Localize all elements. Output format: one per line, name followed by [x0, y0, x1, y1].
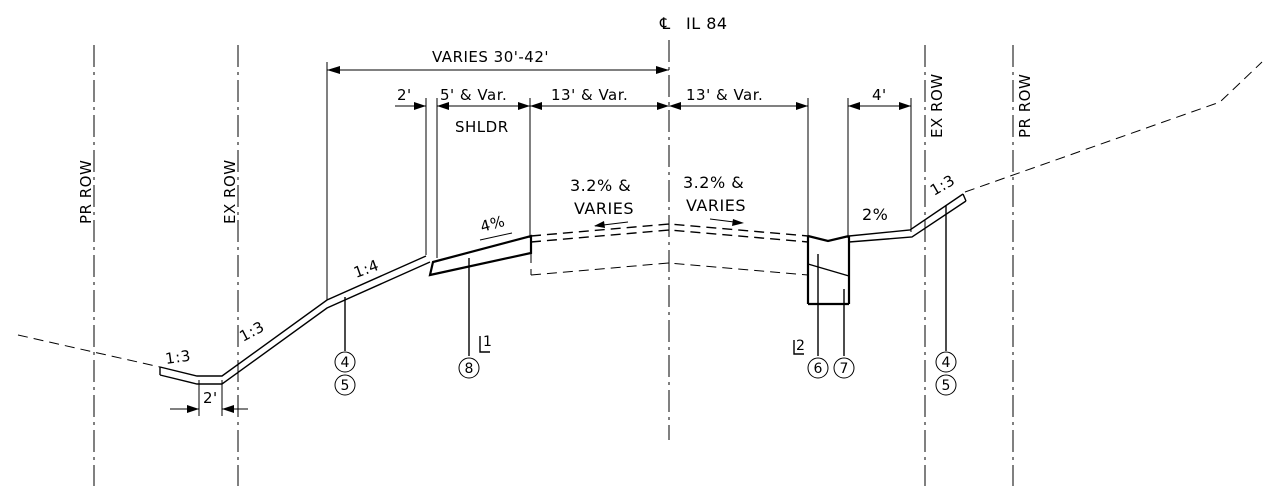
slope-right: 1:3	[927, 171, 958, 199]
dimension-lane-left: 13' & Var.	[530, 86, 669, 110]
callout-7: 7	[833, 357, 855, 379]
existing-ground-right	[964, 61, 1263, 193]
dimension-shoulder: 5' & Var. SHLDR	[436, 86, 531, 258]
pr-row-right-label: PR ROW	[1016, 74, 1034, 138]
dimension-four-ft-label: 4'	[872, 86, 887, 104]
dimension-varies-total: VARIES 30'-42'	[326, 48, 669, 300]
right-slope-label: 2%	[862, 205, 888, 224]
dimension-two-ft-top-label: 2'	[397, 86, 412, 104]
dimension-two-ft-bottom-label: 2'	[203, 389, 218, 407]
svg-text:2: 2	[796, 338, 805, 354]
cross-slope-left-2: VARIES	[574, 199, 634, 218]
cross-slope-left-1: 3.2% &	[570, 176, 631, 195]
shoulder-slope-arrow	[479, 232, 513, 241]
svg-text:8: 8	[465, 361, 474, 377]
dimension-two-ft-bottom: 2'	[170, 380, 248, 416]
callout-4-right: 4	[935, 351, 957, 373]
callout-4-left: 4	[334, 351, 356, 373]
ex-row-right-label: EX ROW	[928, 73, 946, 138]
dimension-lane-right-label: 13' & Var.	[686, 86, 763, 104]
cross-slope-right-1: 3.2% &	[683, 173, 744, 192]
shldr-label: SHLDR	[455, 118, 509, 136]
dimension-shoulder-label: 5' & Var.	[440, 86, 507, 104]
right-curb-gutter	[806, 234, 851, 306]
pr-row-left-label: PR ROW	[77, 160, 95, 224]
callout-5-right: 5	[935, 374, 957, 396]
svg-text:4: 4	[341, 355, 350, 371]
dimension-four-ft: 4'	[847, 86, 912, 238]
svg-text:4: 4	[942, 355, 951, 371]
slope-left-far: 1:3	[164, 347, 192, 368]
dimension-varies-label: VARIES 30'-42'	[432, 48, 549, 66]
svg-text:6: 6	[814, 361, 823, 377]
callout-6: 6	[807, 357, 829, 379]
svg-text:7: 7	[840, 361, 849, 377]
cross-slope-left-arrowhead	[594, 221, 605, 228]
slope-left-mid: 1:3	[236, 318, 267, 346]
callout-5-left: 5	[334, 374, 356, 396]
dimension-two-ft-top: 2'	[395, 86, 427, 255]
centerline-symbol: ℄	[659, 14, 671, 33]
left-shoulder	[428, 234, 533, 277]
svg-text:5: 5	[341, 378, 350, 394]
dimension-lane-left-label: 13' & Var.	[551, 86, 628, 104]
pavement	[530, 223, 809, 276]
note-flag-2: 2	[793, 338, 805, 355]
callout-8: 8	[458, 357, 480, 379]
dimension-lane-right: 13' & Var.	[669, 86, 809, 238]
ex-row-left-label: EX ROW	[221, 159, 239, 224]
svg-text:5: 5	[942, 378, 951, 394]
centerline-label: IL 84	[686, 14, 728, 33]
existing-ground-left	[17, 334, 161, 368]
cross-slope-right-2: VARIES	[686, 196, 746, 215]
shoulder-slope-label: 4%	[478, 212, 507, 236]
note-flag-1: 1	[479, 334, 492, 353]
left-side-slope	[159, 255, 431, 385]
svg-text:1: 1	[483, 334, 492, 350]
cross-slope-right-arrowhead	[732, 219, 744, 226]
